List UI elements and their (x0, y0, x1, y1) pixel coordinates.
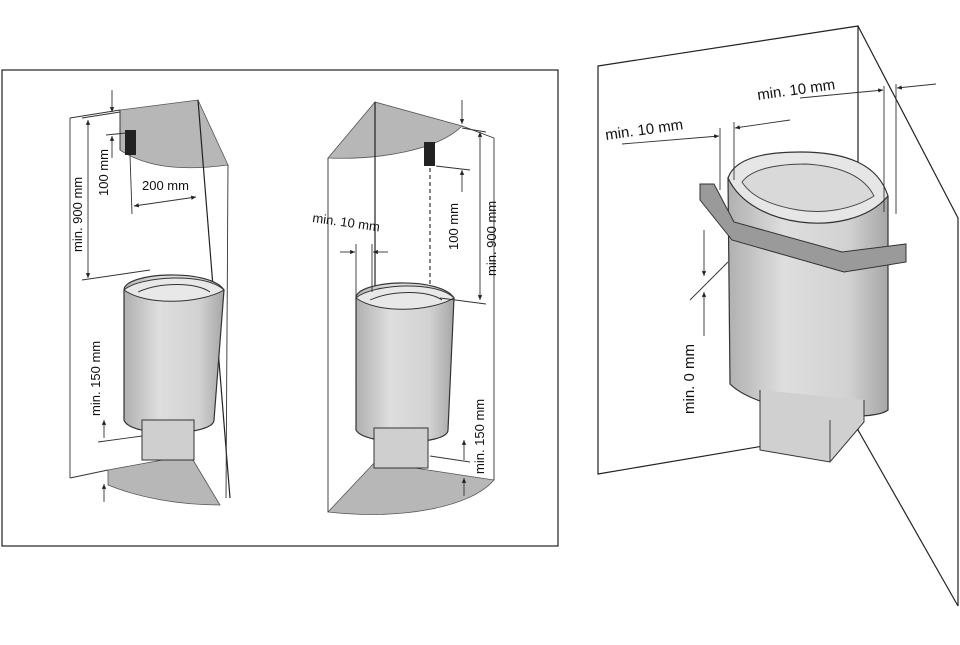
ceiling-shade-1 (119, 99, 229, 169)
ceiling-shade-2 (327, 101, 463, 159)
label-p3-min10-right: min. 10 mm (756, 76, 836, 104)
panel-corner-clearance: min. 900 mm 100 mm 200 mm min. 150 mm (69, 90, 231, 506)
panel-wall-clearance: min. 10 mm 100 mm min. 900 mm min. 150 m… (312, 100, 499, 515)
label-p2-100: 100 mm (446, 203, 461, 250)
label-p2-min900: min. 900 mm (484, 201, 499, 276)
label-p1-min150: min. 150 mm (88, 341, 103, 416)
label-p2-min150: min. 150 mm (472, 399, 487, 474)
label-p1-200: 200 mm (142, 178, 189, 193)
floor-shade-2 (327, 461, 495, 515)
floor-shade-1 (107, 454, 221, 506)
label-p1-min900: min. 900 mm (70, 177, 85, 252)
label-p1-100: 100 mm (96, 149, 111, 196)
left-frame (1, 69, 559, 547)
panel-rail-clearance: min. 0 mm min. 10 mm min. 10 mm (597, 25, 959, 607)
sensor-icon (125, 130, 136, 155)
label-p3-min0: min. 0 mm (681, 344, 698, 414)
label-p2-min10: min. 10 mm (312, 210, 381, 234)
sensor-icon-2 (424, 142, 435, 166)
mounting-rail (699, 183, 907, 273)
